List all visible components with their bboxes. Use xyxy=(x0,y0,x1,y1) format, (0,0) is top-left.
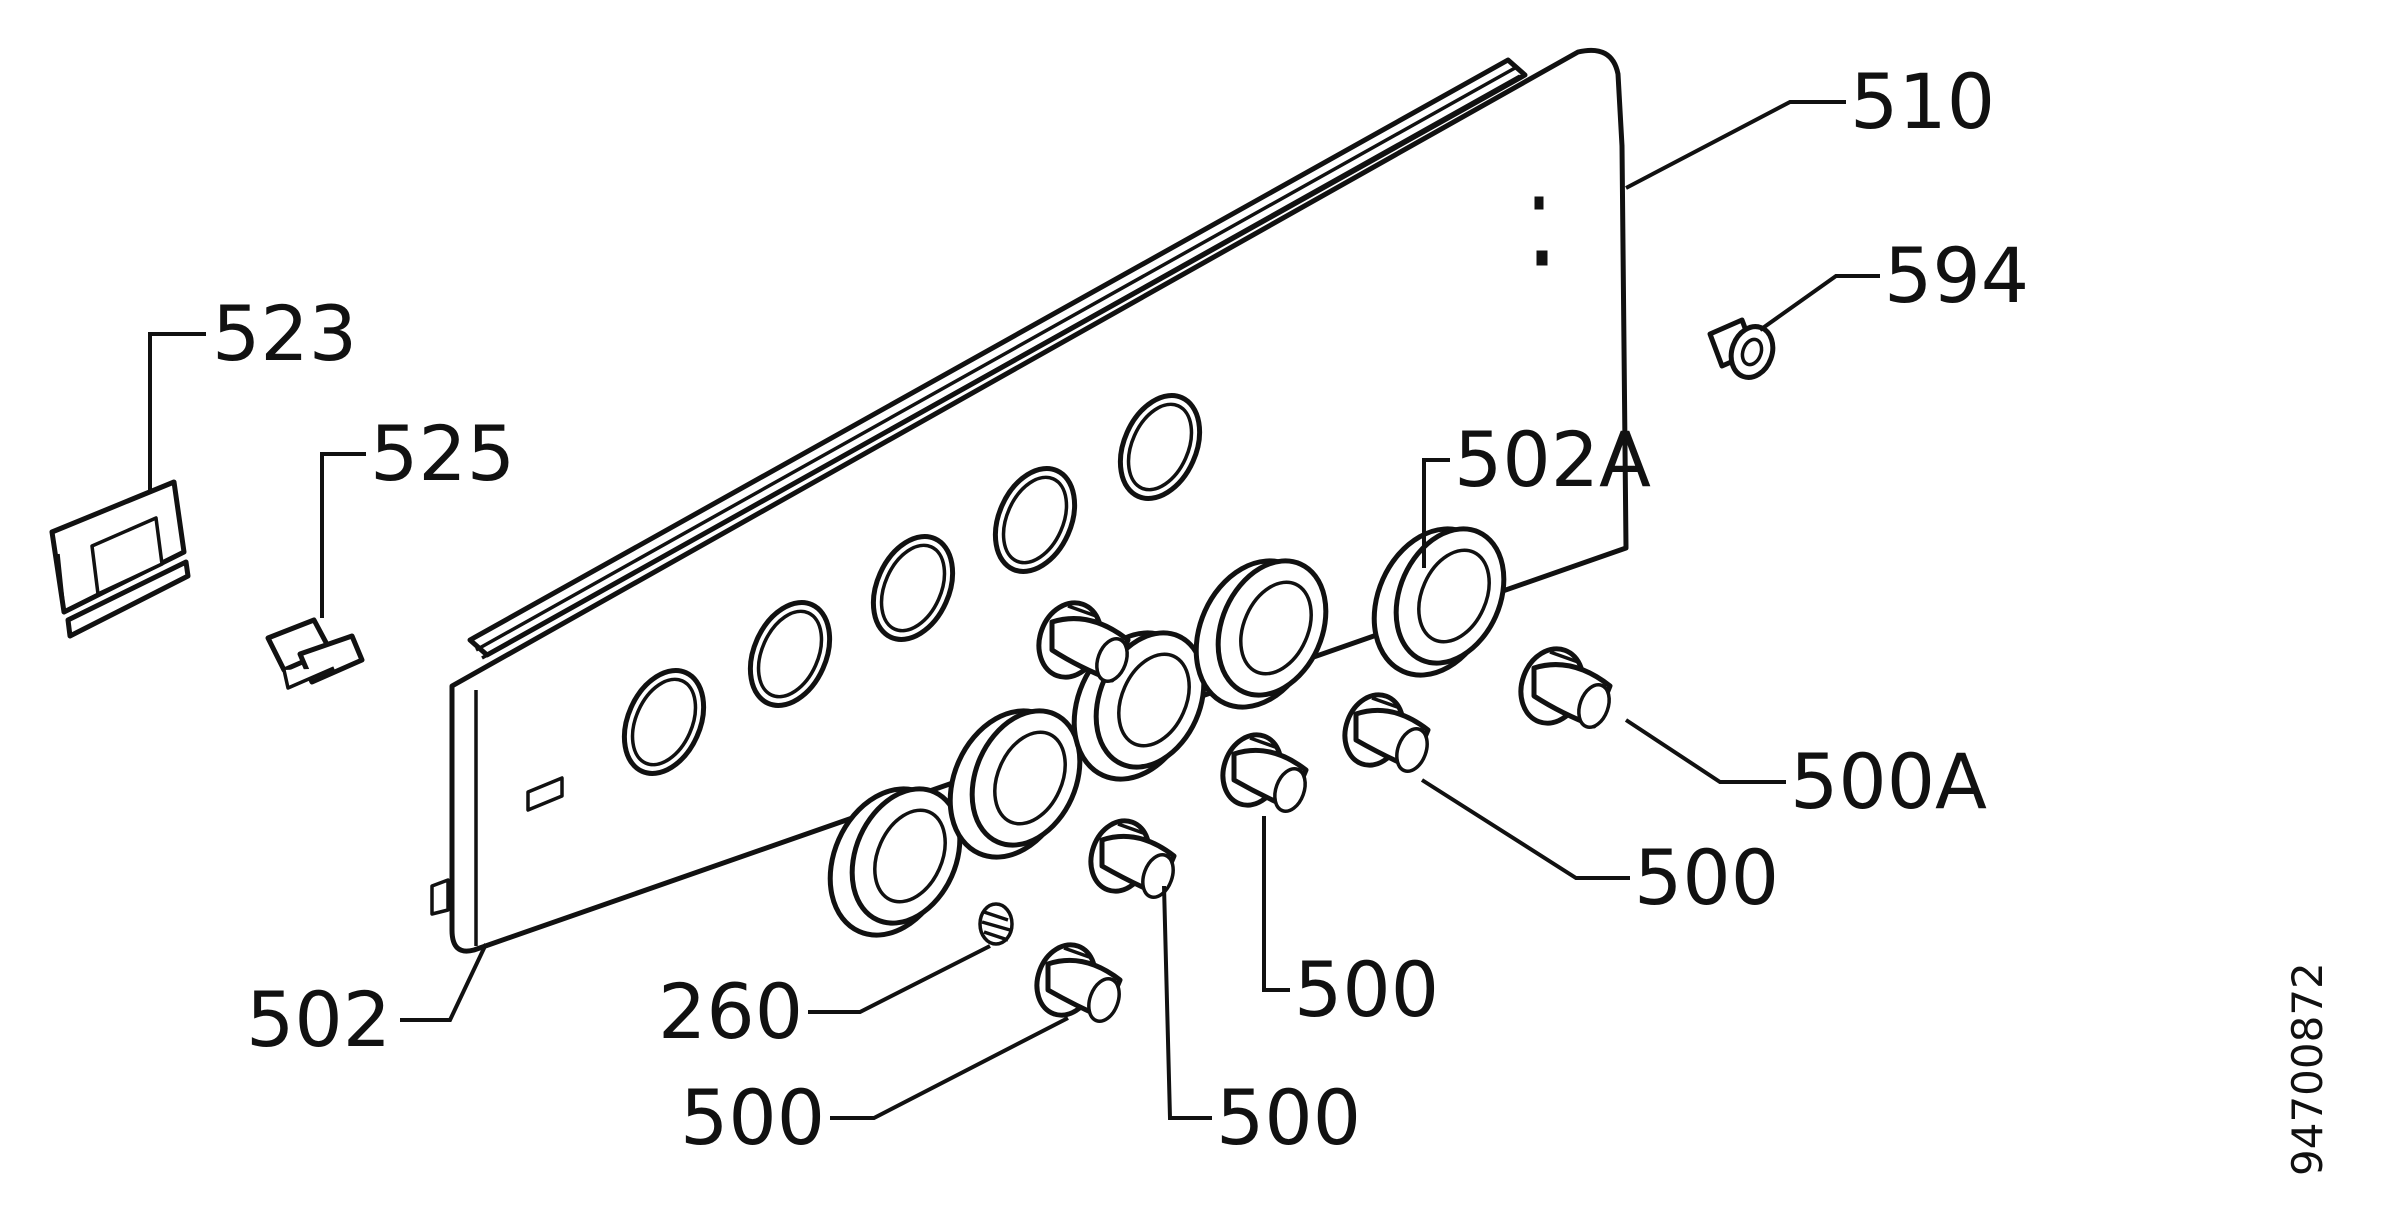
panel-hole xyxy=(870,534,956,642)
bezel-part-502 xyxy=(947,708,1083,860)
knob-part-500 xyxy=(1034,942,1123,1023)
control-panel-part-510 xyxy=(430,47,1629,954)
bezel-part-502 xyxy=(1193,558,1329,710)
panel-hole xyxy=(747,600,833,708)
callout-525: 525 xyxy=(370,409,515,498)
knob-part-500 xyxy=(1220,732,1309,813)
panel-hole xyxy=(1117,393,1203,501)
leader-lines xyxy=(148,100,1880,1120)
callout-260: 260 xyxy=(658,967,803,1056)
clip-part-525 xyxy=(265,617,365,690)
knob-part-500 xyxy=(1342,692,1431,773)
panel-hole xyxy=(992,466,1078,574)
spring-part-260 xyxy=(978,902,1014,946)
callout-500-bottom-center: 500 xyxy=(1216,1073,1361,1162)
callout-labels: 510 594 523 525 502A 500A 500 500 500 50… xyxy=(212,57,2029,1162)
callout-500-bottom-left: 500 xyxy=(680,1073,825,1162)
callout-500-right: 500 xyxy=(1634,833,1779,922)
drawing-number: 94700872 xyxy=(2283,962,2332,1176)
bezel-part-502 xyxy=(827,786,963,938)
callout-500A: 500A xyxy=(1790,737,1987,826)
frame-part-523 xyxy=(49,479,191,639)
callout-500-center: 500 xyxy=(1294,945,1439,1034)
panel-hole xyxy=(621,668,707,776)
callout-510: 510 xyxy=(1850,57,1995,146)
callout-502: 502 xyxy=(246,975,391,1064)
callout-502A: 502A xyxy=(1454,415,1651,504)
knob-part-500A xyxy=(1518,646,1613,729)
bezel-rings xyxy=(827,526,1507,938)
knob-part-500 xyxy=(1036,600,1131,683)
callout-523: 523 xyxy=(212,289,357,378)
callout-594: 594 xyxy=(1884,231,2029,320)
plug-part-594 xyxy=(1707,317,1776,380)
bezel-part-502A xyxy=(1371,526,1507,678)
